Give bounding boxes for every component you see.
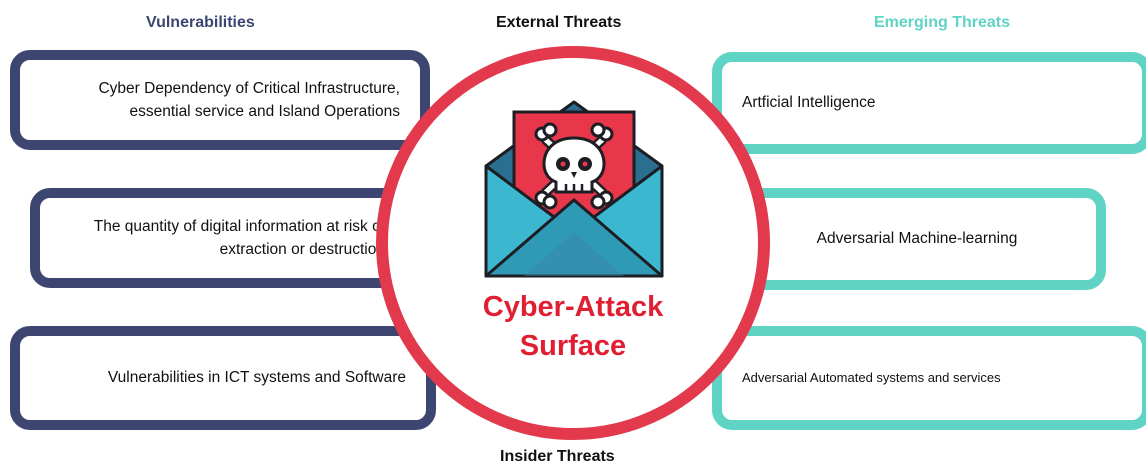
malware-envelope-icon (484, 100, 664, 278)
emerging-threat-text: Adversarial Machine-learning (816, 230, 1018, 248)
vulnerability-text: Vulnerabilities in ICT systems and Softw… (107, 369, 406, 387)
vulnerability-text: The quantity of digital information at r… (93, 217, 385, 258)
vulnerability-text: Cyber Dependency of Critical Infrastruct… (98, 79, 400, 120)
emerging-threats-heading: Emerging Threats (874, 14, 1011, 31)
insider-threats-heading: Insider Threats (500, 448, 615, 465)
emerging-threat-text: Adversarial Automated systems and servic… (742, 370, 1001, 386)
emerging-box-adversarial-ml: Adversarial Machine-learning (728, 188, 1106, 290)
emerging-threat-text: Artficial Intelligence (742, 94, 876, 112)
vulnerabilities-heading: Vulnerabilities (146, 14, 255, 31)
external-threats-heading: External Threats (496, 14, 622, 31)
emerging-box-automated-systems: Adversarial Automated systems and servic… (712, 326, 1146, 430)
vulnerability-box-critical-infrastructure: Cyber Dependency of Critical Infrastruct… (10, 50, 430, 150)
vulnerability-box-ict-systems: Vulnerabilities in ICT systems and Softw… (10, 326, 436, 430)
vulnerability-box-digital-information: The quantity of digital information at r… (30, 188, 415, 288)
hub-title: Cyber-Attack Surface (482, 291, 664, 363)
emerging-box-ai: Artficial Intelligence (712, 52, 1146, 154)
